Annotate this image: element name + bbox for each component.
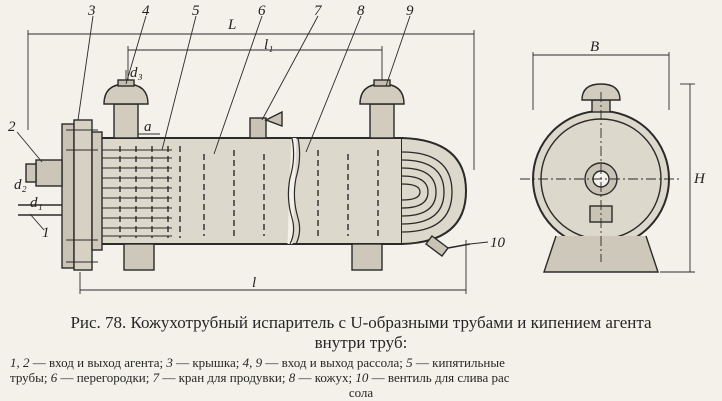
dim-B: B	[590, 39, 600, 55]
legend-num: 3	[166, 355, 173, 370]
caption-title-line2: внутри труб:	[314, 333, 408, 352]
callout-10: 10	[490, 235, 505, 251]
evaporator-drawing	[16, 15, 695, 294]
legend-text: — перегородки;	[57, 370, 153, 385]
brine-inlet	[103, 79, 149, 139]
figure-legend: 1, 2 — вход и выход агента; 3 — крышка; …	[10, 355, 712, 400]
dim-l1: l₁	[264, 37, 274, 53]
legend-text: — кожух;	[295, 370, 356, 385]
dim-d3: d₃	[130, 65, 143, 81]
legend-num: 7	[152, 370, 160, 385]
dim-d1: d₁	[30, 195, 43, 211]
saddle-support-right	[351, 243, 383, 271]
dim-d2: d₂	[14, 177, 27, 193]
callout-2: 2	[8, 119, 16, 135]
dim-l: l	[252, 275, 257, 291]
figure-caption-title: Рис. 78. Кожухотрубный испаритель с U-об…	[0, 313, 722, 353]
caption-title-line1: Рис. 78. Кожухотрубный испаритель с U-об…	[70, 313, 652, 332]
cover-flange	[73, 119, 93, 271]
callout-4: 4	[142, 3, 150, 19]
legend-num: 5	[406, 355, 413, 370]
legend-line-2: трубы; 6 — перегородки; 7 — кран для про…	[10, 370, 712, 385]
callout-1: 1	[42, 225, 50, 241]
legend-text: — кипятильные	[412, 355, 505, 370]
callout-7: 7	[314, 3, 322, 19]
legend-line-3: сола	[348, 385, 374, 400]
callout-3: 3	[88, 3, 96, 19]
legend-text: — вентиль для слива рас	[368, 370, 510, 385]
legend-num: 10	[355, 370, 369, 385]
refrigerant-nozzle	[35, 159, 63, 187]
dim-H: H	[694, 171, 705, 187]
legend-text: — вход и выход рассола;	[262, 355, 407, 370]
legend-text: — вход и выход агента;	[29, 355, 167, 370]
dim-a: a	[144, 119, 152, 135]
u-bend-tubes	[401, 151, 453, 233]
saddle-support-left	[123, 243, 155, 271]
legend-text: трубы;	[10, 370, 51, 385]
callout-5: 5	[192, 3, 200, 19]
purge-valve	[249, 110, 283, 139]
callout-8: 8	[357, 3, 365, 19]
legend-text: — кран для продувки;	[159, 370, 289, 385]
legend-num: 1, 2	[10, 355, 30, 370]
legend-line-1: 1, 2 — вход и выход агента; 3 — крышка; …	[10, 355, 712, 370]
tube-sheet	[61, 123, 75, 269]
callout-6: 6	[258, 3, 266, 19]
callout-9: 9	[406, 3, 414, 19]
dim-L: L	[228, 17, 237, 33]
legend-num: 8	[288, 370, 296, 385]
legend-num: 6	[50, 370, 58, 385]
legend-text: — крышка;	[172, 355, 243, 370]
brine-outlet	[359, 79, 405, 139]
shell-end-dome	[401, 137, 468, 245]
drain-valve	[425, 235, 471, 257]
legend-num: 4, 9	[242, 355, 263, 370]
shell-casing	[91, 137, 403, 245]
